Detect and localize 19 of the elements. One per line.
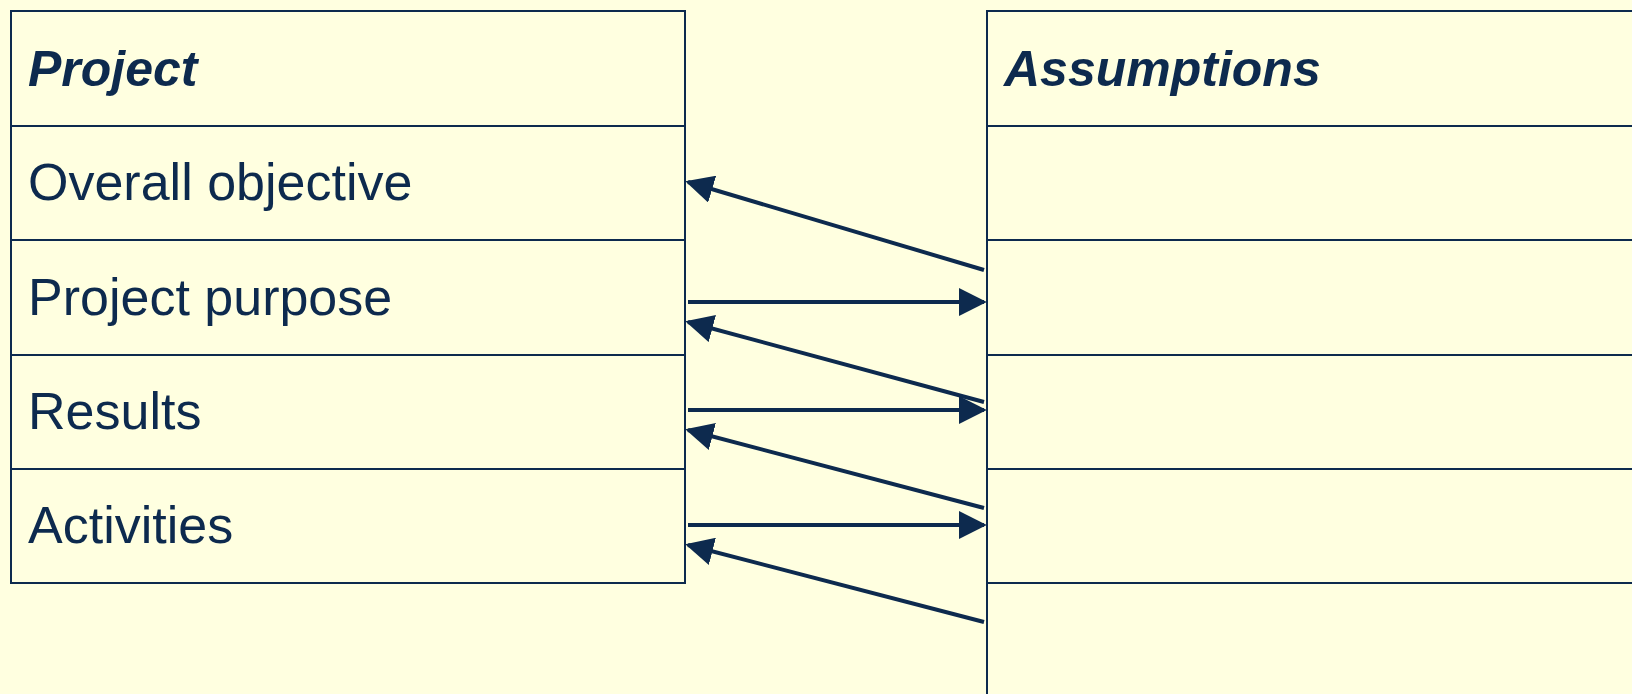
table-cell bbox=[10, 239, 686, 356]
arrow bbox=[685, 537, 985, 624]
row-label: Project purpose bbox=[28, 268, 393, 327]
arrow bbox=[688, 396, 987, 424]
arrow bbox=[688, 511, 987, 539]
table-cell bbox=[10, 125, 686, 241]
column-heading: Assumptions bbox=[1004, 41, 1321, 96]
arrow bbox=[688, 288, 987, 316]
column-header-cell bbox=[986, 10, 1632, 127]
row-label: Activities bbox=[28, 497, 234, 555]
column-heading: Project bbox=[28, 41, 198, 96]
row-label: Overall objective bbox=[28, 154, 413, 212]
column-header-cell bbox=[10, 10, 686, 127]
arrow bbox=[685, 175, 985, 272]
arrow bbox=[685, 422, 985, 510]
row-label: Results bbox=[28, 383, 202, 441]
arrow bbox=[685, 315, 985, 404]
table-cell bbox=[10, 354, 686, 470]
table-cell bbox=[10, 468, 686, 584]
